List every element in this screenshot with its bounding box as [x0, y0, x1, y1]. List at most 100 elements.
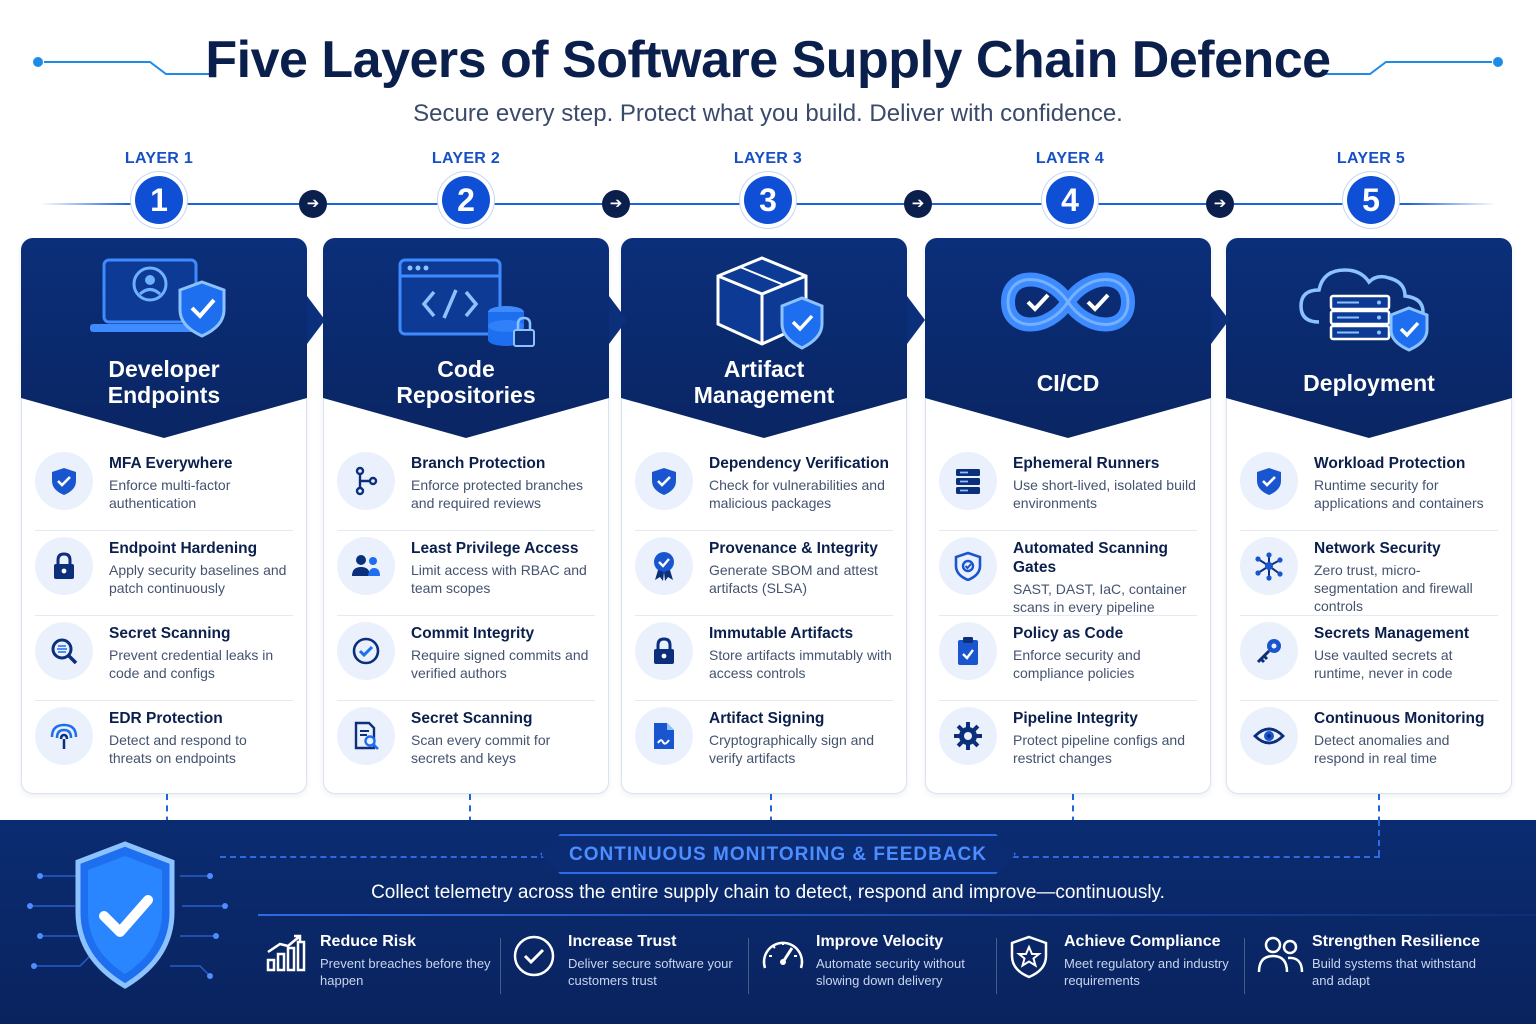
chevron-right-icon	[907, 296, 925, 344]
item-title: Workload Protection	[1314, 455, 1466, 472]
benefit-title: Strengthen Resilience	[1312, 933, 1481, 950]
list-item: Continuous Monitoring Detect anomalies a…	[1240, 701, 1498, 786]
bar-chart-icon	[266, 934, 306, 972]
benefit-item: Strengthen Resilience Build systems that…	[1244, 924, 1500, 1014]
benefit-description: Automate security without slowing down d…	[816, 956, 965, 988]
shield-check-icon	[1240, 452, 1298, 510]
server-icon	[939, 452, 997, 510]
signed-document-icon	[635, 707, 693, 765]
layer-title: Developer Endpoints	[107, 356, 221, 408]
benefit-item: Reduce Risk Prevent breaches before they…	[260, 924, 508, 1014]
layer-4-marker: LAYER 4 4	[1010, 150, 1130, 224]
item-description: Check for vulnerabilities and malicious …	[709, 477, 885, 511]
item-description: Use short-lived, isolated build environm…	[1013, 477, 1196, 511]
clipboard-check-icon	[939, 622, 997, 680]
feedback-connector	[166, 794, 168, 834]
item-title: Secrets Management	[1314, 625, 1470, 642]
item-title: Pipeline Integrity	[1013, 710, 1138, 727]
eye-icon	[1240, 707, 1298, 765]
badge-icon	[635, 537, 693, 595]
layer-2-marker: LAYER 2 2	[406, 150, 526, 224]
benefit-item: Achieve Compliance Meet regulatory and i…	[996, 924, 1252, 1014]
speedometer-icon	[762, 941, 804, 969]
laptop-shield-icon	[21, 252, 307, 362]
benefit-description: Meet regulatory and industry requirement…	[1064, 956, 1229, 988]
layer-number-badge: 3	[744, 176, 792, 224]
list-item: Automated Scanning Gates SAST, DAST, IaC…	[939, 531, 1197, 616]
item-description: Limit access with RBAC and team scopes	[411, 562, 587, 596]
package-shield-icon	[621, 252, 907, 362]
item-description: Generate SBOM and attest artifacts (SLSA…	[709, 562, 878, 596]
layer-5-marker: LAYER 5 5	[1311, 150, 1431, 224]
benefit-description: Prevent breaches before they happen	[320, 956, 491, 988]
list-item: Provenance & Integrity Generate SBOM and…	[635, 531, 893, 616]
item-title: Policy as Code	[1013, 625, 1124, 642]
benefit-list: Reduce Risk Prevent breaches before they…	[260, 924, 1500, 1014]
item-description: SAST, DAST, IaC, container scans in ever…	[1013, 581, 1187, 615]
arrow-right-icon: ➔	[299, 190, 327, 218]
gear-icon	[939, 707, 997, 765]
monitoring-subtitle: Collect telemetry across the entire supp…	[371, 882, 1165, 903]
list-item: Policy as Code Enforce security and comp…	[939, 616, 1197, 701]
control-list: Ephemeral Runners Use short-lived, isola…	[939, 446, 1197, 786]
item-title: Least Privilege Access	[411, 540, 579, 557]
layer-title: Artifact Management	[693, 356, 835, 408]
list-item: EDR Protection Detect and respond to thr…	[35, 701, 293, 786]
item-description: Require signed commits and verified auth…	[411, 647, 589, 681]
item-title: Immutable Artifacts	[709, 625, 854, 642]
item-description: Enforce protected branches and required …	[411, 477, 583, 511]
benefit-title: Achieve Compliance	[1064, 933, 1221, 950]
layer-5-column: Deployment Workload Protection Runtime s…	[1226, 238, 1512, 794]
item-title: Dependency Verification	[709, 455, 890, 472]
benefit-item: Improve Velocity Automate security witho…	[748, 924, 1004, 1014]
header: Five Layers of Software Supply Chain Def…	[0, 0, 1536, 140]
shield-scan-icon	[939, 537, 997, 595]
arrow-right-icon: ➔	[904, 190, 932, 218]
shield-star-icon	[1010, 935, 1048, 979]
control-list: MFA Everywhere Enforce multi-factor auth…	[35, 446, 293, 786]
layer-label: LAYER 1	[124, 150, 194, 167]
item-title: Provenance & Integrity	[709, 540, 878, 557]
feedback-connector	[469, 794, 471, 834]
feedback-connector	[1072, 794, 1074, 834]
list-item: Commit Integrity Require signed commits …	[337, 616, 595, 701]
item-description: Detect anomalies and respond in real tim…	[1314, 732, 1450, 766]
benefit-title: Increase Trust	[568, 933, 677, 950]
layer-number-badge: 5	[1347, 176, 1395, 224]
fingerprint-icon	[35, 707, 93, 765]
item-title: MFA Everywhere	[109, 455, 233, 472]
circuit-line-left-decoration	[33, 57, 216, 75]
code-window-database-icon	[323, 252, 609, 362]
list-item: Least Privilege Access Limit access with…	[337, 531, 595, 616]
list-item: Branch Protection Enforce protected bran…	[337, 446, 595, 531]
list-item: Pipeline Integrity Protect pipeline conf…	[939, 701, 1197, 786]
item-title: Branch Protection	[411, 455, 546, 472]
list-item: Network Security Zero trust, micro-segme…	[1240, 531, 1498, 616]
list-item: Dependency Verification Check for vulner…	[635, 446, 893, 531]
arrow-right-icon: ➔	[1206, 190, 1234, 218]
item-title: Network Security	[1314, 540, 1441, 557]
layer-title: CI/CD	[1036, 370, 1100, 396]
list-item: Secret Scanning Prevent credential leaks…	[35, 616, 293, 701]
layer-header-panel	[925, 238, 1211, 438]
list-item: MFA Everywhere Enforce multi-factor auth…	[35, 446, 293, 531]
item-description: Detect and respond to threats on endpoin…	[109, 732, 247, 766]
item-description: Cryptographically sign and verify artifa…	[709, 732, 874, 766]
list-item: Ephemeral Runners Use short-lived, isola…	[939, 446, 1197, 531]
list-item: Artifact Signing Cryptographically sign …	[635, 701, 893, 786]
document-search-icon	[337, 707, 395, 765]
benefit-title: Reduce Risk	[320, 933, 417, 950]
list-item: Workload Protection Runtime security for…	[1240, 446, 1498, 531]
chevron-right-icon	[609, 296, 627, 344]
arrow-right-icon: ➔	[602, 190, 630, 218]
shield-check-icon	[35, 452, 93, 510]
feedback-connector	[1378, 794, 1380, 834]
page-subtitle: Secure every step. Protect what you buil…	[413, 100, 1123, 127]
feedback-dashed-line	[1378, 820, 1380, 856]
item-description: Enforce multi-factor authentication	[109, 477, 231, 511]
circuit-line-right-decoration	[1320, 57, 1503, 75]
layer-title: Code Repositories	[396, 356, 536, 408]
layer-label: LAYER 4	[1035, 150, 1105, 167]
control-list: Workload Protection Runtime security for…	[1240, 446, 1498, 786]
people-icon	[1257, 936, 1304, 973]
